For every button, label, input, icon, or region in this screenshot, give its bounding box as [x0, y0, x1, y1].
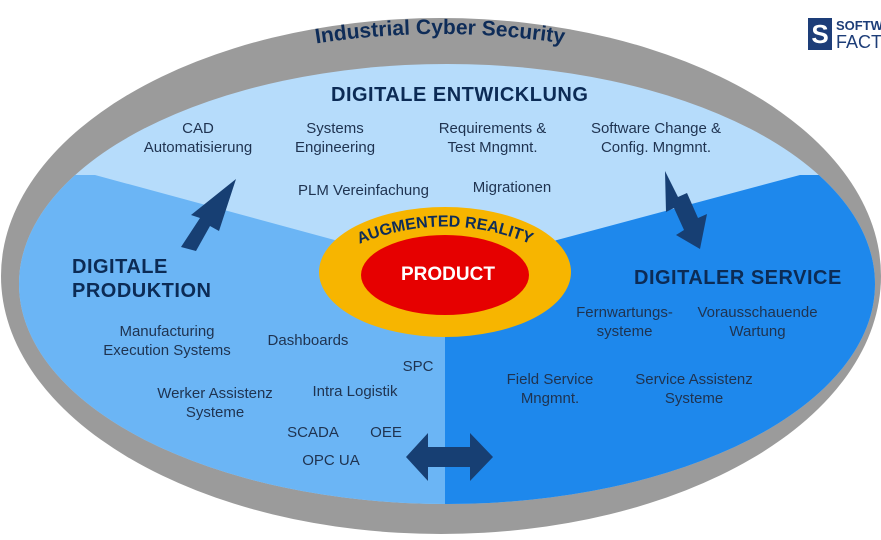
- logo-text-line2: FACT: [836, 32, 881, 52]
- item-systems-engineering: Systems Engineering: [294, 120, 376, 156]
- title-service: DIGITALER SERVICE: [634, 267, 842, 289]
- item-oee: OEE: [370, 424, 402, 441]
- logo-mark: S: [808, 18, 832, 50]
- item-cad: CAD Automatisierung: [143, 120, 253, 156]
- item-spc: SPC: [402, 358, 434, 375]
- item-intra-logistik: Intra Logistik: [312, 383, 398, 400]
- center-core: [361, 235, 529, 315]
- logo-text-line1: SOFTW: [836, 18, 881, 33]
- item-service-assistenz: Service Assistenz Systeme: [635, 371, 753, 407]
- item-werker-assistenz: Werker Assistenz Systeme: [157, 385, 273, 421]
- item-opc-ua: OPC UA: [302, 452, 360, 469]
- title-entwicklung: DIGITALE ENTWICKLUNG: [331, 84, 589, 106]
- item-field-service: Field Service Mngmnt.: [506, 371, 594, 407]
- item-scada: SCADA: [287, 424, 339, 441]
- item-plm: PLM Vereinfachung: [298, 182, 429, 199]
- arrow-produktion-entwicklung: [181, 179, 236, 251]
- item-migrationen: Migrationen: [472, 179, 552, 196]
- item-mes: Manufacturing Execution Systems: [103, 323, 231, 359]
- company-logo: S SOFTW FACT: [808, 18, 881, 58]
- item-requirements: Requirements & Test Mngmnt.: [438, 120, 547, 156]
- center-core-label: PRODUCT: [401, 264, 495, 285]
- item-dashboards: Dashboards: [267, 332, 349, 349]
- arrow-produktion-service: [406, 433, 493, 481]
- item-software-change: Software Change & Config. Mngmnt.: [590, 120, 722, 156]
- item-vorausschauende-wartung: Vorausschauende Wartung: [697, 304, 818, 340]
- arrow-entwicklung-service: [665, 171, 707, 249]
- item-fernwartung: Fernwartungs- systeme: [576, 304, 673, 340]
- title-produktion: DIGITALE PRODUKTION: [72, 256, 212, 302]
